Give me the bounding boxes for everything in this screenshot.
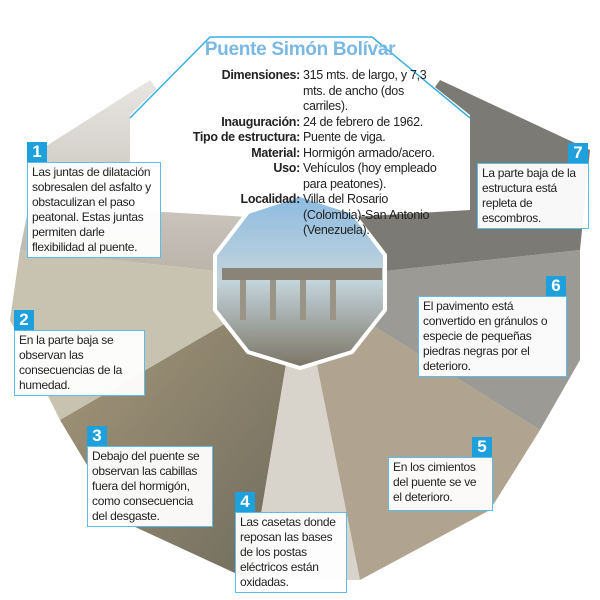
note-caption-3: Debajo del puente se observan las cabill…	[87, 446, 213, 527]
spec-label: Material:	[251, 145, 300, 160]
spec-value: 24 de febrero de 1962.	[303, 114, 423, 129]
note-number-3: 3	[87, 426, 107, 446]
specs-list: Dimensiones:315 mts. de largo, y 7,3 mts…	[150, 68, 450, 239]
header-panel	[130, 37, 470, 220]
spec-value: Hormigón armado/acero.	[303, 145, 435, 160]
spec-row: Uso:Vehículos (hoy empleado para peatone…	[150, 161, 450, 192]
photo-4	[250, 280, 360, 580]
spec-value: 315 mts. de largo, y 7,3 mts. de ancho (…	[303, 68, 427, 113]
spec-label: Localidad:	[240, 192, 300, 206]
note-caption-4: Las casetas donde reposan las bases de l…	[235, 512, 347, 593]
note-number-7: 7	[568, 143, 588, 163]
spec-value: Puente de viga.	[303, 130, 386, 144]
note-caption-2: En la parte baja se observan las consecu…	[14, 330, 145, 396]
spec-row: Inauguración:24 de febrero de 1962.	[150, 115, 450, 131]
note-number-1: 1	[27, 142, 47, 162]
spec-value: Villa del Rosario (Colombia)-San Antonio…	[303, 192, 430, 237]
spec-row: Material:Hormigón armado/acero.	[150, 146, 450, 162]
spec-label: Uso:	[273, 161, 300, 175]
note-caption-6: El pavimento está convertido en gránulos…	[418, 296, 567, 377]
spec-label: Inauguración:	[221, 114, 300, 129]
spec-row: Localidad:Villa del Rosario (Colombia)-S…	[150, 192, 450, 239]
note-caption-5: En los cimientos del puente se ve el det…	[388, 457, 493, 511]
note-caption-7: La parte baja de la estructura está repl…	[477, 163, 589, 229]
note-number-6: 6	[546, 276, 566, 296]
note-number-2: 2	[14, 310, 34, 330]
spec-label: Tipo de estructura:	[192, 130, 301, 144]
spec-label: Dimensiones:	[221, 68, 301, 82]
note-number-4: 4	[235, 492, 255, 512]
note-caption-1: Las juntas de dilatación sobresalen del …	[27, 162, 161, 258]
spec-row: Dimensiones:315 mts. de largo, y 7,3 mts…	[150, 68, 450, 115]
spec-value: Vehículos (hoy empleado para peatones).	[303, 161, 437, 191]
note-number-5: 5	[472, 437, 492, 457]
page-title: Puente Simón Bolívar	[204, 39, 396, 60]
spec-row: Tipo de estructura:Puente de viga.	[150, 130, 450, 146]
